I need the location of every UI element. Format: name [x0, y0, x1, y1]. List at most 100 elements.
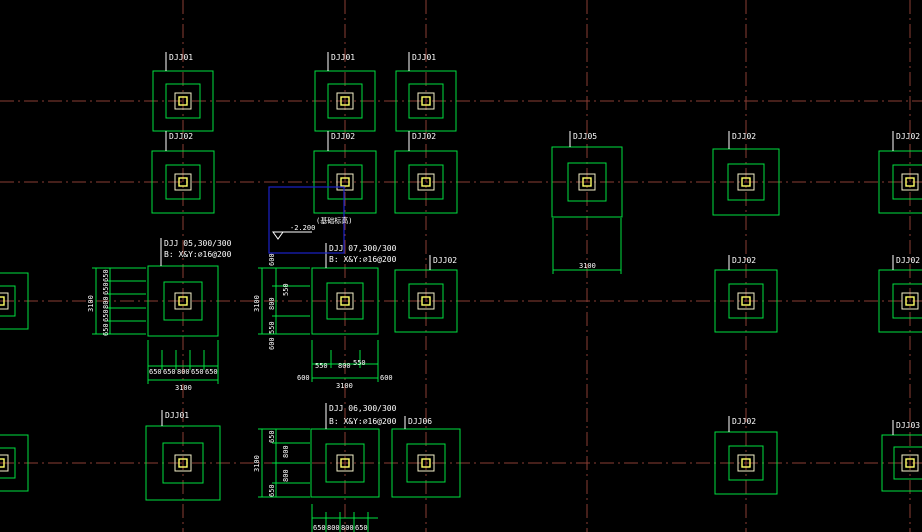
footing-label[interactable]: DJJ02 — [169, 132, 193, 141]
footing-label[interactable]: DJJ03 — [896, 421, 920, 430]
footing-label[interactable]: DJJ01 — [412, 53, 436, 62]
dim-f11-h-3100[interactable]: 3100 — [336, 382, 353, 390]
footing-f12[interactable]: DJJ02 — [394, 255, 458, 333]
footing-label[interactable]: DJJ05 — [573, 132, 597, 141]
footing-f17[interactable]: DJJ06 — [391, 416, 461, 498]
footing-step — [325, 443, 365, 483]
column-outline — [174, 173, 192, 191]
dim-f10-h-3100[interactable]: 3100 — [175, 384, 192, 392]
footing-step — [165, 83, 201, 119]
footing-outline — [313, 150, 377, 214]
footing-step — [0, 447, 16, 479]
footing-label[interactable]: DJJ 05,300/300 — [164, 239, 232, 248]
dim-f10-650-2[interactable]: 650 — [102, 309, 110, 322]
footing-label[interactable]: DJJ02 — [732, 132, 756, 141]
dim-f11-600-top[interactable]: 600 — [268, 253, 276, 266]
footing-f13[interactable]: DJJ02 — [714, 255, 778, 333]
footing-label[interactable]: DJJ01 — [169, 53, 193, 62]
dim-f11-h-600-left[interactable]: 600 — [297, 374, 310, 382]
footing-f16[interactable]: DJJ 06,300/300 — [310, 403, 397, 498]
footing-f1[interactable]: DJJ01 — [152, 52, 214, 132]
dim-f11-550-1[interactable]: 550 — [268, 321, 276, 334]
footing-f7[interactable]: DJJ05 — [551, 131, 623, 218]
footing-p1[interactable] — [0, 272, 29, 330]
footing-label[interactable]: DJJ02 — [433, 256, 457, 265]
dim-f16-650-1[interactable]: 650 — [268, 430, 276, 443]
dim-f11-800[interactable]: 800 — [268, 297, 276, 310]
footing-f8[interactable]: DJJ02 — [712, 131, 780, 216]
selection-rect[interactable] — [268, 186, 345, 254]
elevation-caption[interactable]: (基础标高) — [316, 216, 352, 225]
dim-f11-600-bottom[interactable]: 600 — [268, 337, 276, 350]
dim-f11-h-600-right[interactable]: 600 — [380, 374, 393, 382]
footing-step — [327, 83, 363, 119]
dim-f10-h-800[interactable]: 800 — [177, 368, 190, 376]
footing-label[interactable]: DJJ01 — [331, 53, 355, 62]
footing-label[interactable]: DJJ02 — [896, 256, 920, 265]
rebar-note-2[interactable]: B: X&Y:⌀16@200 — [329, 255, 397, 264]
footing-label[interactable]: DJJ02 — [732, 417, 756, 426]
footing-f5[interactable]: DJJ02 — [313, 131, 377, 214]
footing-f3[interactable]: DJJ01 — [395, 52, 457, 132]
dim-f10-h-650-2[interactable]: 650 — [163, 368, 176, 376]
dim-f11-h-800[interactable]: 800 — [338, 362, 351, 370]
footing-outline — [395, 70, 457, 132]
dim-f16-h-650-1[interactable]: 650 — [313, 524, 326, 532]
dim-f10-650-3[interactable]: 650 — [102, 282, 110, 295]
dim-f10-650-4[interactable]: 650 — [102, 269, 110, 282]
dim-f7-3100[interactable]: 3100 — [579, 262, 596, 270]
elevation-value[interactable]: -2.200 — [290, 224, 315, 232]
footing-label[interactable]: DJJ 07,300/300 — [329, 244, 397, 253]
footing-label[interactable]: DJJ06 — [408, 417, 432, 426]
footing-f14[interactable]: DJJ02 — [878, 255, 922, 333]
footing-label[interactable]: DJJ 06,300/300 — [329, 404, 397, 413]
footing-p2[interactable] — [0, 434, 29, 492]
column-core — [340, 458, 350, 468]
rebar-note-3[interactable]: B: X&Y:⌀16@200 — [329, 417, 397, 426]
footing-f6[interactable]: DJJ02 — [394, 131, 458, 214]
footing-label[interactable]: DJJ02 — [896, 132, 920, 141]
footing-outline — [878, 269, 922, 333]
footing-outline — [394, 150, 458, 214]
dim-f11-3100-v[interactable]: 3100 — [253, 295, 261, 312]
selection-window[interactable]: -2.200 (基础标高) — [268, 186, 352, 254]
footing-f15[interactable]: DJJ01 — [145, 410, 221, 501]
column-outline — [0, 454, 9, 472]
dim-f16-800-2[interactable]: 800 — [282, 469, 290, 482]
dim-f16-800-1[interactable]: 800 — [282, 445, 290, 458]
dim-f10-h-650-3[interactable]: 650 — [191, 368, 204, 376]
dim-f16-h-650-2[interactable]: 650 — [355, 524, 368, 532]
dim-f11-550-2[interactable]: 550 — [282, 283, 290, 296]
footing-label[interactable]: DJJ02 — [732, 256, 756, 265]
column-core — [0, 458, 5, 468]
footing-f2[interactable]: DJJ01 — [314, 52, 376, 132]
column-outline — [737, 454, 755, 472]
dim-f16-3100-v[interactable]: 3100 — [253, 455, 261, 472]
dim-f10-650-1[interactable]: 650 — [102, 323, 110, 336]
footing-outline — [0, 272, 29, 330]
footing-f10[interactable]: DJJ 05,300/300 — [147, 238, 232, 337]
footing-f4[interactable]: DJJ02 — [151, 131, 215, 214]
footing-f9[interactable]: DJJ02 — [878, 131, 922, 214]
dim-f16-h-800-1[interactable]: 800 — [327, 524, 340, 532]
footing-label[interactable]: DJJ02 — [331, 132, 355, 141]
footing-f18[interactable]: DJJ02 — [714, 416, 778, 495]
dim-f10-h-650-1[interactable]: 650 — [149, 368, 162, 376]
dim-f10-h-650-4[interactable]: 650 — [205, 368, 218, 376]
dim-f16-650-2[interactable]: 650 — [268, 484, 276, 497]
footing-f11[interactable]: DJJ 07,300/300 — [311, 243, 397, 335]
footing-label[interactable]: DJJ02 — [412, 132, 436, 141]
dim-f11-h-550-2[interactable]: 550 — [353, 359, 366, 367]
rebar-note-1[interactable]: B: X&Y:⌀16@200 — [164, 250, 232, 259]
dim-f10-3100-v[interactable]: 3100 — [87, 295, 95, 312]
footing-label[interactable]: DJJ01 — [165, 411, 189, 420]
footing-f19[interactable]: DJJ03 — [881, 420, 922, 492]
dim-f16-h-800-2[interactable]: 800 — [341, 524, 354, 532]
dim-f11-h-550-1[interactable]: 550 — [315, 362, 328, 370]
dim-f10-800[interactable]: 800 — [102, 296, 110, 309]
column-core — [178, 458, 188, 468]
footing-outline — [881, 434, 922, 492]
column-outline — [417, 454, 435, 472]
column-core — [741, 296, 751, 306]
